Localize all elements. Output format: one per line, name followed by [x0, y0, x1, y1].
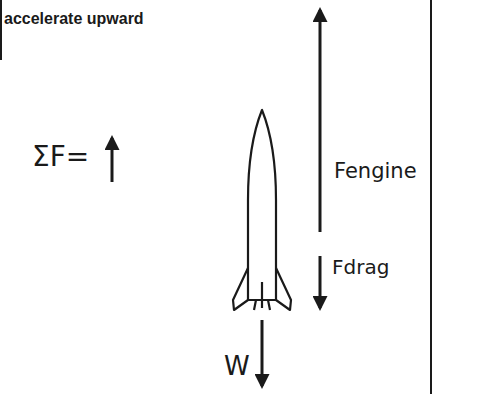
weight-arrow — [261, 320, 264, 386]
panel-border — [0, 0, 2, 60]
caption-note: accelerate upward — [4, 10, 144, 28]
net-force-label: ΣF= — [32, 142, 89, 173]
force-label: W — [224, 352, 250, 381]
panel-border — [430, 0, 432, 394]
engine-force-arrow — [319, 10, 322, 232]
drag-force-arrow — [319, 256, 322, 308]
force-label: Fdrag — [332, 256, 389, 278]
force-label: Fengine — [334, 160, 417, 183]
net-force-arrow — [111, 138, 114, 182]
rocket-drawing — [233, 110, 291, 310]
